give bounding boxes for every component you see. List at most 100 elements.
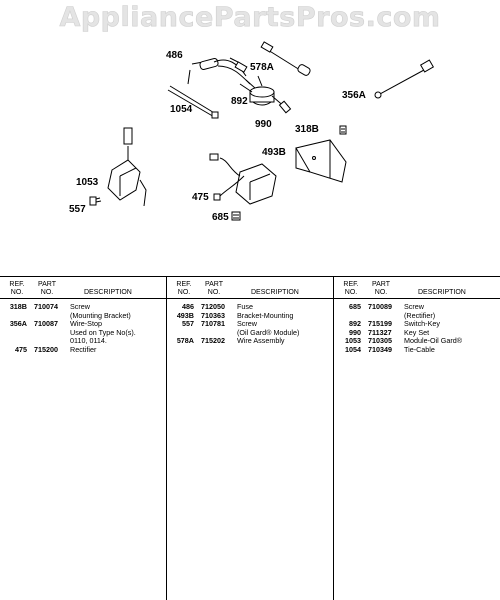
part-number: 711327 bbox=[368, 327, 392, 337]
description-line: Fuse bbox=[237, 302, 253, 311]
ref-number: 318B bbox=[9, 302, 27, 311]
part-number: 710363 bbox=[201, 310, 225, 320]
wire-assembly-part bbox=[213, 57, 251, 85]
watermark: AppliancePartsPros.com bbox=[59, 2, 441, 34]
ref-number: 493B bbox=[176, 310, 194, 320]
description-line: Switch-Key bbox=[404, 319, 440, 329]
fuse-part bbox=[187, 57, 219, 85]
table-row: 578A 715202 Wire Assembly bbox=[167, 337, 333, 346]
description-line: 0110, 0114. bbox=[70, 336, 107, 346]
part-description: Screw(Oil Gard® Module) bbox=[237, 320, 333, 337]
callout-475: 475 bbox=[192, 192, 209, 203]
table-row: 892 715199 Switch-Key bbox=[334, 320, 500, 329]
table-row: 685 710089 Screw(Rectifier) bbox=[334, 302, 500, 320]
part-description: Wire Assembly bbox=[237, 337, 333, 346]
ref-number: 892 bbox=[349, 319, 361, 329]
callout-557: 557 bbox=[69, 204, 86, 215]
callout-578a: 578A bbox=[250, 62, 274, 73]
part-number: 715200 bbox=[34, 344, 58, 354]
cable-tie-part bbox=[167, 85, 219, 119]
callout-318b: 318B bbox=[295, 124, 319, 135]
ref-number: 356A bbox=[9, 319, 27, 329]
table-row: 990 711327 Key Set bbox=[334, 327, 500, 338]
callout-486: 486 bbox=[166, 50, 183, 61]
part-description: Switch-Key bbox=[404, 320, 500, 329]
description-line: (Mounting Bracket) bbox=[70, 310, 131, 320]
wire-stop-part bbox=[374, 59, 435, 99]
ref-number: 1054 bbox=[345, 344, 361, 354]
callout-493b: 493B bbox=[262, 147, 286, 158]
description-line: Module-Oil Gard® bbox=[404, 336, 463, 346]
callout-892: 892 bbox=[231, 96, 248, 107]
description-line: Screw bbox=[237, 319, 257, 329]
ref-number: 557 bbox=[182, 319, 194, 329]
callout-990: 990 bbox=[255, 119, 272, 130]
header-description: DESCRIPTION bbox=[418, 289, 466, 296]
callout-1054: 1054 bbox=[170, 104, 193, 115]
description-line: Used on Type No(s). bbox=[70, 327, 136, 337]
key-part bbox=[271, 95, 292, 114]
description-line: (Oil Gard® Module) bbox=[237, 327, 300, 337]
table-row: 557 710781 Screw(Oil Gard® Module) bbox=[167, 320, 333, 337]
description-line: Rectifier bbox=[70, 344, 97, 354]
parts-diagram: 486 578A 1054 892 990 356A 318B 493B 105… bbox=[0, 0, 500, 270]
description-line: Key Set bbox=[404, 327, 430, 337]
part-description: Screw(Mounting Bracket) bbox=[70, 302, 166, 320]
part-number: 712050 bbox=[201, 302, 225, 311]
header-description: DESCRIPTION bbox=[84, 289, 132, 296]
header-description: DESCRIPTION bbox=[251, 289, 299, 296]
description-line: Wire Assembly bbox=[237, 336, 285, 346]
rectifier-part bbox=[209, 153, 277, 205]
mounting-bracket-part bbox=[295, 139, 347, 183]
oil-gard-module-part bbox=[107, 127, 147, 207]
table-row: 1053 710305 Module-Oil Gard® bbox=[334, 337, 500, 346]
ref-number: 990 bbox=[349, 327, 361, 337]
part-number: 710087 bbox=[34, 319, 58, 329]
part-number: 715199 bbox=[368, 319, 392, 329]
part-description: Module-Oil Gard® bbox=[404, 337, 500, 346]
part-description: Rectifier bbox=[70, 344, 166, 355]
description-line: Screw bbox=[404, 302, 424, 311]
description-line: Wire-Stop bbox=[70, 319, 102, 329]
callout-1053: 1053 bbox=[76, 177, 99, 188]
screw-557-part bbox=[89, 196, 102, 206]
part-description: Bracket-Mounting bbox=[237, 310, 333, 321]
callout-356a: 356A bbox=[342, 90, 366, 101]
part-number: 710781 bbox=[201, 319, 225, 329]
header-ref-no: REF.NO. bbox=[9, 281, 25, 296]
ref-number: 1053 bbox=[345, 336, 361, 346]
part-number: 710074 bbox=[34, 302, 58, 311]
part-number: 710349 bbox=[368, 344, 392, 354]
description-line: Bracket-Mounting bbox=[237, 310, 294, 320]
part-description: Fuse bbox=[237, 302, 333, 312]
part-number: 715202 bbox=[201, 336, 225, 346]
part-description: Screw(Rectifier) bbox=[404, 302, 500, 320]
table-row: 318B 710074 Screw(Mounting Bracket) bbox=[0, 302, 166, 320]
ref-number: 685 bbox=[349, 302, 361, 311]
part-number: 710305 bbox=[368, 336, 392, 346]
header-ref-no: REF.NO. bbox=[176, 281, 192, 296]
parts-rows: 318B 710074 Screw(Mounting Bracket) 356A 710… bbox=[0, 299, 166, 355]
harness-wire-part bbox=[260, 41, 311, 76]
description-line: (Rectifier) bbox=[404, 310, 436, 320]
ref-number: 578A bbox=[176, 336, 194, 346]
callout-685: 685 bbox=[212, 212, 229, 223]
part-number: 710089 bbox=[368, 302, 392, 311]
part-description: Key Set bbox=[404, 327, 500, 338]
header-ref-no: REF.NO. bbox=[343, 281, 359, 296]
